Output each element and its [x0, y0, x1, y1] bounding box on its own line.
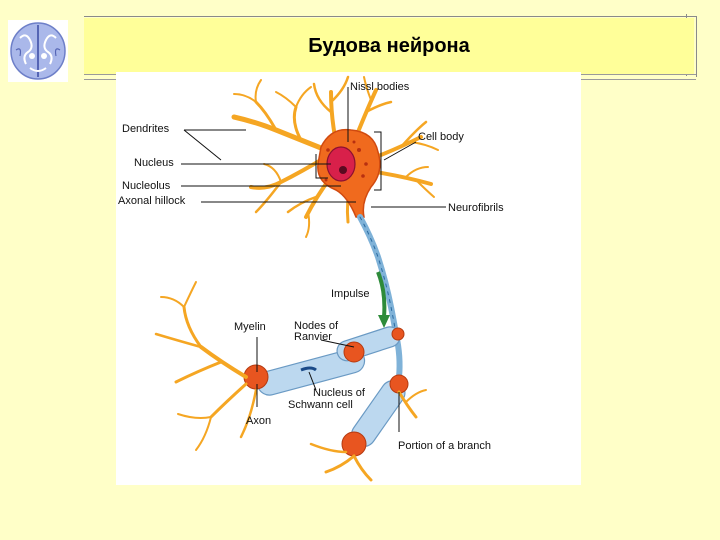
- slide-title: Будова нейрона: [308, 35, 470, 57]
- nucleolus: [339, 166, 347, 174]
- axon-terminal-left: [154, 281, 258, 451]
- label-neurofibrils: Neurofibrils: [448, 202, 504, 214]
- schwann-nucleus: [300, 366, 317, 372]
- nodes-of-ranvier: [243, 327, 409, 457]
- label-impulse: Impulse: [331, 288, 370, 300]
- label-nucleus: Nucleus: [134, 157, 174, 169]
- label-schwann-2: Schwann cell: [288, 399, 353, 411]
- neuron-illustration: Dendrites Nucleus Nucleolus Axonal hillo…: [118, 75, 504, 482]
- label-myelin: Myelin: [234, 321, 266, 333]
- label-nissl-bodies: Nissl bodies: [350, 81, 410, 93]
- label-nodes-of-ranvier-2: Ranvier: [294, 331, 332, 343]
- nucleus: [326, 146, 356, 182]
- axon-terminal-right: [309, 389, 427, 482]
- title-bar: [84, 18, 694, 74]
- label-dendrites: Dendrites: [122, 123, 170, 135]
- label-nucleolus: Nucleolus: [122, 180, 171, 192]
- neuron-diagram: Dendrites Nucleus Nucleolus Axonal hillo…: [116, 72, 581, 485]
- impulse-arrow: [376, 271, 387, 318]
- leader-lines: [181, 87, 446, 432]
- label-portion-of-branch: Portion of a branch: [398, 440, 491, 452]
- label-axon: Axon: [246, 415, 271, 427]
- brain-icon: [10, 22, 66, 80]
- brain-logo: [8, 20, 68, 82]
- nissl-bodies: [324, 140, 368, 182]
- label-nodes-of-ranvier-1: Nodes of: [294, 320, 339, 332]
- label-cell-body: Cell body: [418, 131, 464, 143]
- label-schwann-1: Nucleus of: [313, 387, 366, 399]
- title-frame: [84, 16, 697, 77]
- label-axonal-hillock: Axonal hillock: [118, 195, 186, 207]
